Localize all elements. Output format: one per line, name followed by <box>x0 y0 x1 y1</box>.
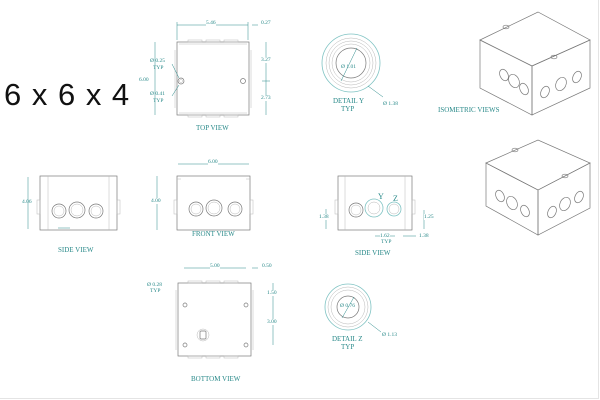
bottom-view-hole-dim: Ø 0.28 <box>147 282 162 288</box>
front-view-drawing <box>156 163 254 231</box>
detail-z-inner-dim: Ø 0.76 <box>340 303 355 309</box>
top-view-hole-small-dim: Ø 0.25 <box>150 58 165 64</box>
side-view-left-height-dim: 4.06 <box>22 199 32 205</box>
bottom-view-lower-dim: 3.00 <box>267 319 277 325</box>
detail-z-label: DETAIL Z <box>332 335 363 343</box>
bottom-view-offset-dim: 0.50 <box>262 263 272 269</box>
side-view-left-drawing <box>27 175 121 231</box>
front-view-width-dim: 6.00 <box>208 159 218 165</box>
detail-z-typ: TYP <box>341 343 355 351</box>
detail-y-label: DETAIL Y <box>333 97 364 105</box>
detail-y-outer-dim: Ø 1.38 <box>383 101 398 107</box>
top-view-offset-dim: 0.27 <box>261 20 271 26</box>
front-view-height-dim: 4.00 <box>151 198 161 204</box>
side-view-right-edge-offset: 1.38 <box>419 233 429 239</box>
side-view-left-label: SIDE VIEW <box>58 246 94 254</box>
bottom-view-upper-dim: 1.50 <box>267 290 277 296</box>
detail-y-drawing <box>321 33 384 98</box>
detail-z-outer-dim: Ø 1.13 <box>382 332 397 338</box>
marker-y: Y <box>378 192 384 201</box>
bottom-view-hole-typ: TYP <box>150 288 161 294</box>
bottom-view-label: BOTTOM VIEW <box>191 375 241 383</box>
enclosure-size-title: 6 x 6 x 4 <box>4 77 131 112</box>
bottom-view-width-dim: 5.00 <box>210 263 220 269</box>
side-view-right-right-height: 1.25 <box>424 214 434 220</box>
isometric-view-1 <box>479 11 591 116</box>
marker-z: Z <box>393 194 398 203</box>
side-view-right-label: SIDE VIEW <box>355 249 391 257</box>
side-view-right-spacing-typ: TYP <box>381 239 392 245</box>
detail-z-drawing <box>324 283 382 333</box>
top-view-hole-large-typ: TYP <box>153 98 164 104</box>
top-view-label: TOP VIEW <box>196 124 229 132</box>
side-view-right-left-height: 1.38 <box>319 214 329 220</box>
top-view-height-dim: 6.00 <box>139 77 149 83</box>
detail-y-typ: TYP <box>341 105 355 113</box>
side-view-right-drawing <box>325 175 425 237</box>
front-view-label: FRONT VIEW <box>192 230 235 238</box>
side-view-right-spacing-dim: 1.62 <box>380 233 390 239</box>
isometric-view-2 <box>485 139 591 236</box>
top-view-lower-dim: 2.73 <box>261 95 271 101</box>
top-view-hole-large-dim: Ø 0.41 <box>150 91 165 97</box>
top-view-upper-dim: 3.27 <box>261 57 271 63</box>
top-view-width-dim: 5.46 <box>206 20 216 26</box>
top-view-drawing <box>154 22 270 118</box>
top-view-hole-small-typ: TYP <box>153 65 164 71</box>
bottom-view-drawing <box>175 267 274 359</box>
isometric-views-label: ISOMETRIC VIEWS <box>438 106 500 114</box>
detail-y-inner-dim: Ø 1.01 <box>341 64 356 70</box>
